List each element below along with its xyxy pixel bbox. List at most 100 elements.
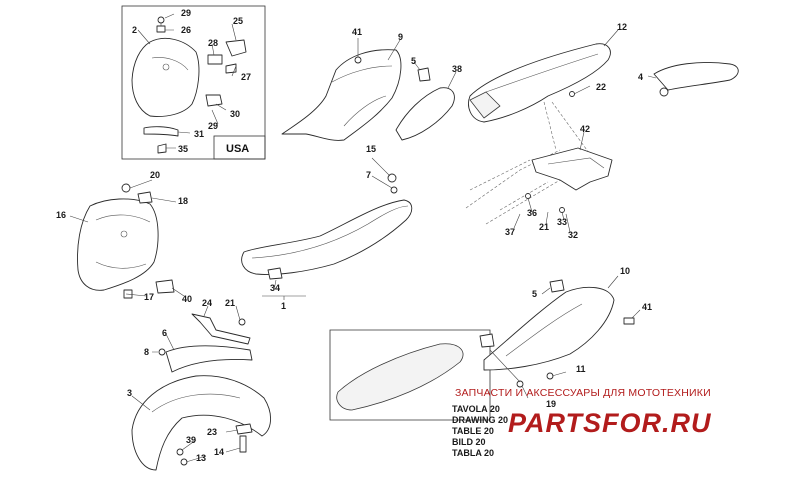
usa-label: USA xyxy=(226,143,250,155)
callout-11: 11 xyxy=(576,364,586,374)
inset-frame xyxy=(121,5,266,160)
screw-41-bottom xyxy=(623,317,635,325)
callout-19: 19 xyxy=(546,399,556,409)
clip-5-bottom xyxy=(549,279,565,293)
right-side-panel-assembly xyxy=(329,275,641,421)
usa-label-box xyxy=(213,135,266,160)
callout-20: 20 xyxy=(150,170,160,180)
washer-7 xyxy=(390,186,398,194)
callout-36: 36 xyxy=(527,208,537,218)
left-side-panel xyxy=(281,38,457,141)
washer-23 xyxy=(235,423,253,435)
callout-27: 27 xyxy=(241,72,251,82)
plate-center-hole xyxy=(120,230,128,238)
callout-29b: 29 xyxy=(208,121,218,131)
callout-1: 1 xyxy=(281,301,286,311)
callout-14: 14 xyxy=(214,447,224,457)
callout-31: 31 xyxy=(194,129,204,139)
grommet-19-top xyxy=(479,333,495,348)
callout-25: 25 xyxy=(233,16,243,26)
callout-30: 30 xyxy=(230,109,240,119)
callout-33: 33 xyxy=(557,217,567,227)
callout-35: 35 xyxy=(178,144,188,154)
nut-27 xyxy=(225,63,237,74)
front-number-plate xyxy=(69,179,185,299)
screw-33 xyxy=(559,207,565,213)
front-number-plate-usa xyxy=(131,38,200,117)
tail-light-housing xyxy=(469,91,501,119)
callout-37: 37 xyxy=(505,227,515,237)
callout-6: 6 xyxy=(162,328,167,338)
clip-30 xyxy=(205,94,223,107)
screw-22 xyxy=(569,91,575,97)
license-plate-bracket xyxy=(647,62,739,97)
callout-42: 42 xyxy=(580,124,590,134)
callout-7: 7 xyxy=(366,170,371,180)
svg-text:PARTSFOR.RU: PARTSFOR.RU xyxy=(508,408,712,438)
screw-36 xyxy=(525,193,531,199)
washer-26 xyxy=(156,25,166,33)
callout-15: 15 xyxy=(366,144,376,154)
rear-frame-assembly xyxy=(465,101,613,233)
watermark-text: ЗАПЧАСТИ И АКСЕССУАРЫ ДЛЯ МОТОТЕХНИКИ xyxy=(455,387,711,399)
callout-12: 12 xyxy=(617,22,627,32)
callout-16: 16 xyxy=(56,210,66,220)
callout-2: 2 xyxy=(132,25,137,35)
callout-labels: 29 2 26 25 28 27 30 29 31 35 41 9 5 38 1… xyxy=(56,8,652,463)
bolt-14 xyxy=(239,435,247,453)
table-label-tavola: TAVOLA 20 xyxy=(452,404,500,414)
screw-19 xyxy=(516,380,524,388)
indicator-lamp xyxy=(659,87,669,97)
callout-24: 24 xyxy=(202,298,212,308)
washer-39 xyxy=(176,448,184,456)
callout-5b: 5 xyxy=(532,289,537,299)
partsfor-logo: PARTSFOR.RU xyxy=(508,408,712,438)
table-label-bild: BILD 20 xyxy=(452,437,486,447)
table-label-tabla: TABLA 20 xyxy=(452,448,495,458)
pad-34 xyxy=(267,267,283,280)
callout-22: 22 xyxy=(596,82,606,92)
plate-hole xyxy=(162,63,170,71)
callout-3: 3 xyxy=(127,388,132,398)
callout-38: 38 xyxy=(452,64,462,74)
callout-39: 39 xyxy=(186,435,196,445)
front-fender xyxy=(131,375,271,471)
fender-support-6 xyxy=(165,345,253,373)
bracket-25 xyxy=(225,39,247,57)
callout-32: 32 xyxy=(568,230,578,240)
screw-35 xyxy=(157,143,167,154)
callout-5a: 5 xyxy=(411,56,416,66)
rear-tail-section xyxy=(468,29,619,123)
callout-4: 4 xyxy=(638,72,643,82)
callout-34: 34 xyxy=(270,283,280,293)
clip-28 xyxy=(207,54,223,65)
table-label-table: TABLE 20 xyxy=(452,426,494,436)
callout-21b: 21 xyxy=(225,298,235,308)
callout-41a: 41 xyxy=(352,27,362,37)
callout-17: 17 xyxy=(144,292,154,302)
side-panel-10 xyxy=(483,286,615,371)
bracket-31 xyxy=(143,126,179,137)
callout-40: 40 xyxy=(182,294,192,304)
screw-20 xyxy=(121,183,131,193)
callout-23: 23 xyxy=(207,427,217,437)
side-panel-inset-frame xyxy=(329,329,491,421)
callout-9: 9 xyxy=(398,32,403,42)
seat xyxy=(241,157,413,300)
fender-support-area xyxy=(152,305,253,373)
table-label-drawing: DRAWING 20 xyxy=(452,415,509,425)
bracket-24 xyxy=(191,313,251,345)
clip-18 xyxy=(137,191,153,204)
side-panel-inset xyxy=(336,343,464,411)
callout-29a: 29 xyxy=(181,8,191,18)
screw-41-top xyxy=(354,56,362,64)
callout-13: 13 xyxy=(196,453,206,463)
sticker-38 xyxy=(395,87,455,141)
rear-bracket-42 xyxy=(531,147,613,191)
nut-21 xyxy=(238,318,246,326)
callout-10: 10 xyxy=(620,266,630,276)
screw-29-top xyxy=(157,16,165,24)
callout-28: 28 xyxy=(208,38,218,48)
callout-41b: 41 xyxy=(642,302,652,312)
